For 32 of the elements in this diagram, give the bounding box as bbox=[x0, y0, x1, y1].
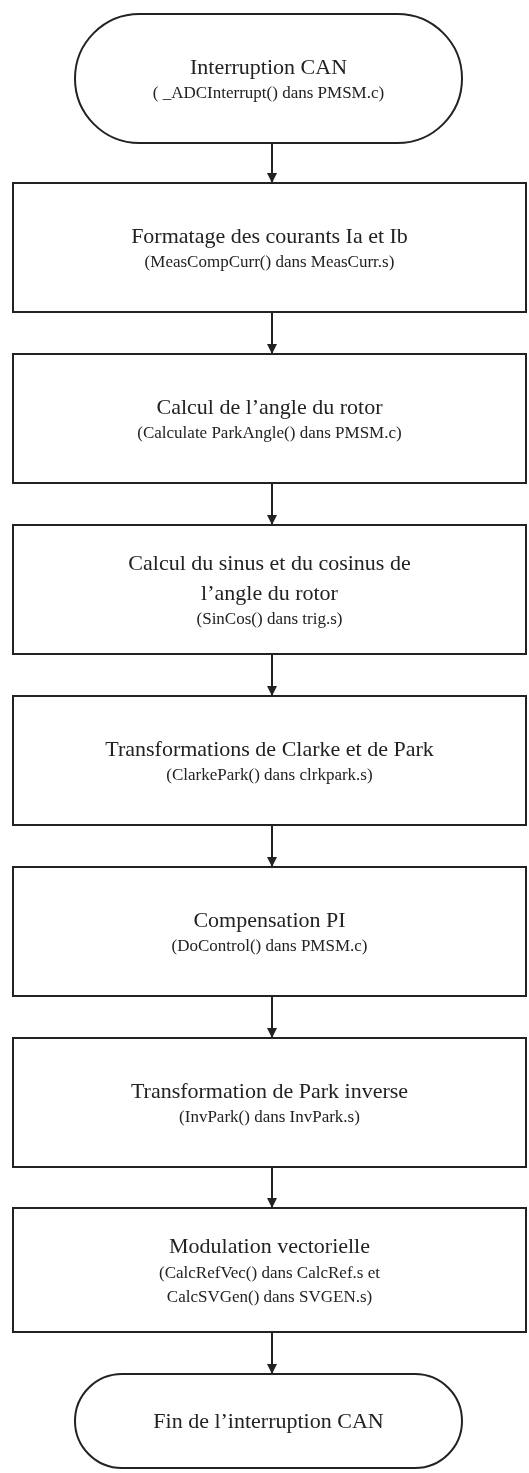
function-reference: (InvPark() dans InvPark.s) bbox=[179, 1106, 360, 1129]
arrow bbox=[267, 654, 277, 696]
step-title: Calcul de l’angle du rotor bbox=[156, 392, 383, 421]
arrow bbox=[267, 1332, 277, 1374]
arrow bbox=[267, 1167, 277, 1208]
arrow bbox=[267, 143, 277, 183]
process-box bbox=[12, 695, 527, 826]
function-reference: (MeasCompCurr() dans MeasCurr.s) bbox=[144, 251, 395, 274]
process-box bbox=[12, 353, 527, 484]
step-title: Transformation de Park inverse bbox=[130, 1076, 409, 1105]
function-reference: (Calculate ParkAngle() dans PMSM.c) bbox=[137, 422, 402, 445]
step-title: Calcul du sinus et du cosinus de l’angle du rotor bbox=[127, 548, 412, 607]
step-title: Transformations de Clarke et de Park bbox=[105, 734, 434, 763]
step-title: Formatage des courants Ia et Ib bbox=[131, 221, 408, 250]
function-reference: (SinCos() dans trig.s) bbox=[196, 608, 343, 631]
process-box bbox=[12, 182, 527, 313]
arrow bbox=[267, 996, 277, 1038]
function-reference: (DoControl() dans PMSM.c) bbox=[171, 935, 368, 958]
arrow bbox=[267, 312, 277, 354]
function-reference: (CalcRefVec() dans CalcRef.s et CalcSVGen() dans SVGEN.s) bbox=[158, 1262, 381, 1308]
process-box bbox=[12, 1037, 527, 1168]
process-box bbox=[12, 1207, 527, 1333]
arrow bbox=[267, 825, 277, 867]
step-title: Compensation PI bbox=[193, 905, 346, 934]
step-title: Modulation vectorielle bbox=[169, 1232, 370, 1261]
arrow bbox=[267, 483, 277, 525]
process-box bbox=[12, 866, 527, 997]
process-box bbox=[12, 524, 527, 655]
function-reference: (ClarkePark() dans clrkpark.s) bbox=[166, 764, 373, 787]
step-title: Fin de l’interruption CAN bbox=[153, 1407, 384, 1436]
function-reference: ( _ADCInterrupt() dans PMSM.c) bbox=[152, 82, 385, 105]
step-title: Interruption CAN bbox=[190, 52, 347, 81]
